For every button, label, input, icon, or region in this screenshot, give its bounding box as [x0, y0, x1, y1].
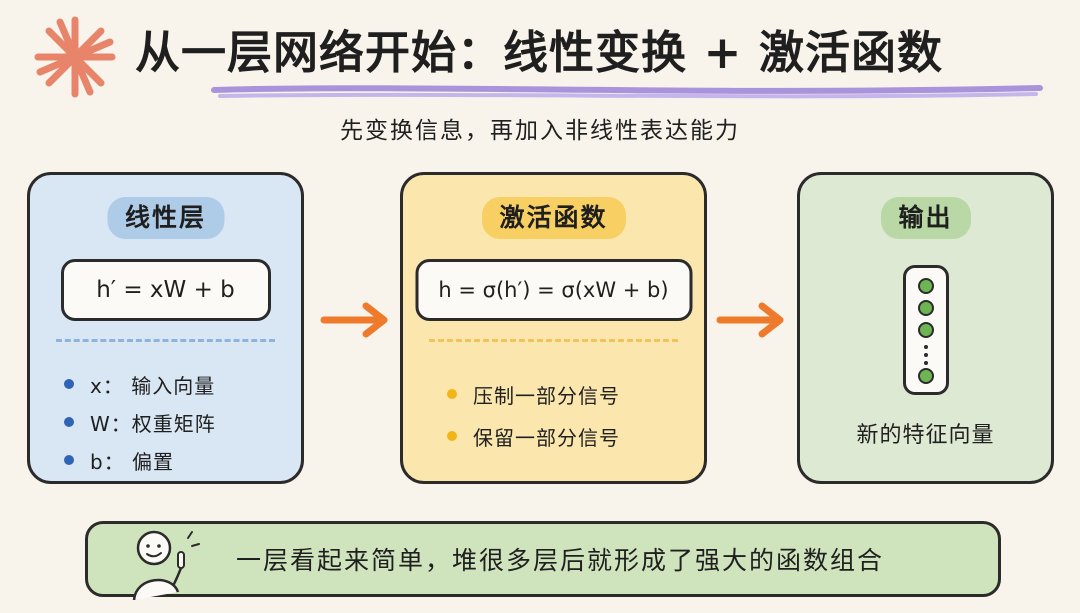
feature-vector-column — [903, 265, 949, 395]
activation-title: 激活函数 — [481, 197, 626, 239]
linear-layer-panel: 线性层 h′ = xW + b x： 输入向量 W：权重矩阵 b： 偏置 — [27, 172, 304, 484]
summary-banner: 一层看起来简单，堆很多层后就形成了强大的函数组合 — [85, 521, 1001, 600]
bullet-dot — [447, 431, 457, 441]
output-label: 新的特征向量 — [856, 423, 995, 448]
arrow-right-icon — [320, 302, 388, 338]
activation-bullet-list: 压制一部分信号 保留一部分信号 — [447, 373, 620, 457]
list-item: 保留一部分信号 — [447, 415, 620, 457]
summary-text: 一层看起来简单，堆很多层后就形成了强大的函数组合 — [236, 546, 885, 575]
linear-divider — [56, 339, 275, 342]
arrow-right-icon — [716, 302, 784, 338]
list-item: W：权重矩阵 — [64, 403, 216, 441]
linear-bullet-list: x： 输入向量 W：权重矩阵 b： 偏置 — [64, 365, 216, 479]
bullet-text: x： 输入向量 — [90, 373, 216, 398]
output-title: 输出 — [880, 197, 971, 239]
bullet-dot — [64, 455, 74, 465]
bullet-dot — [64, 417, 74, 427]
bullet-dot — [64, 379, 74, 389]
activation-function-panel: 激活函数 h = σ(h′) = σ(xW + b) 压制一部分信号 保留一部分… — [400, 172, 707, 484]
activation-formula: h = σ(h′) = σ(xW + b) — [415, 259, 692, 321]
neuron-node — [918, 322, 934, 338]
page-subtitle: 先变换信息，再加入非线性表达能力 — [340, 118, 740, 144]
bullet-text: 压制一部分信号 — [473, 383, 620, 408]
bullet-dot — [447, 389, 457, 399]
activation-divider — [429, 339, 678, 342]
neuron-node — [918, 300, 934, 316]
linear-layer-title: 线性层 — [106, 197, 225, 239]
bullet-text: 保留一部分信号 — [473, 425, 620, 450]
starburst-icon — [34, 16, 116, 98]
page-title: 从一层网络开始：线性变换 + 激活函数 — [135, 26, 944, 79]
pointing-figure-icon — [132, 530, 200, 600]
list-item: x： 输入向量 — [64, 365, 216, 403]
bullet-text: W：权重矩阵 — [90, 411, 216, 436]
neuron-node — [918, 368, 934, 384]
bullet-text: b： 偏置 — [90, 449, 175, 474]
neuron-node — [918, 278, 934, 294]
list-item: b： 偏置 — [64, 441, 216, 479]
list-item: 压制一部分信号 — [447, 373, 620, 415]
linear-formula: h′ = xW + b — [60, 259, 271, 321]
ellipsis-icon — [924, 345, 928, 365]
output-panel: 输出 新的特征向量 — [797, 172, 1054, 484]
title-underline — [211, 85, 1043, 99]
